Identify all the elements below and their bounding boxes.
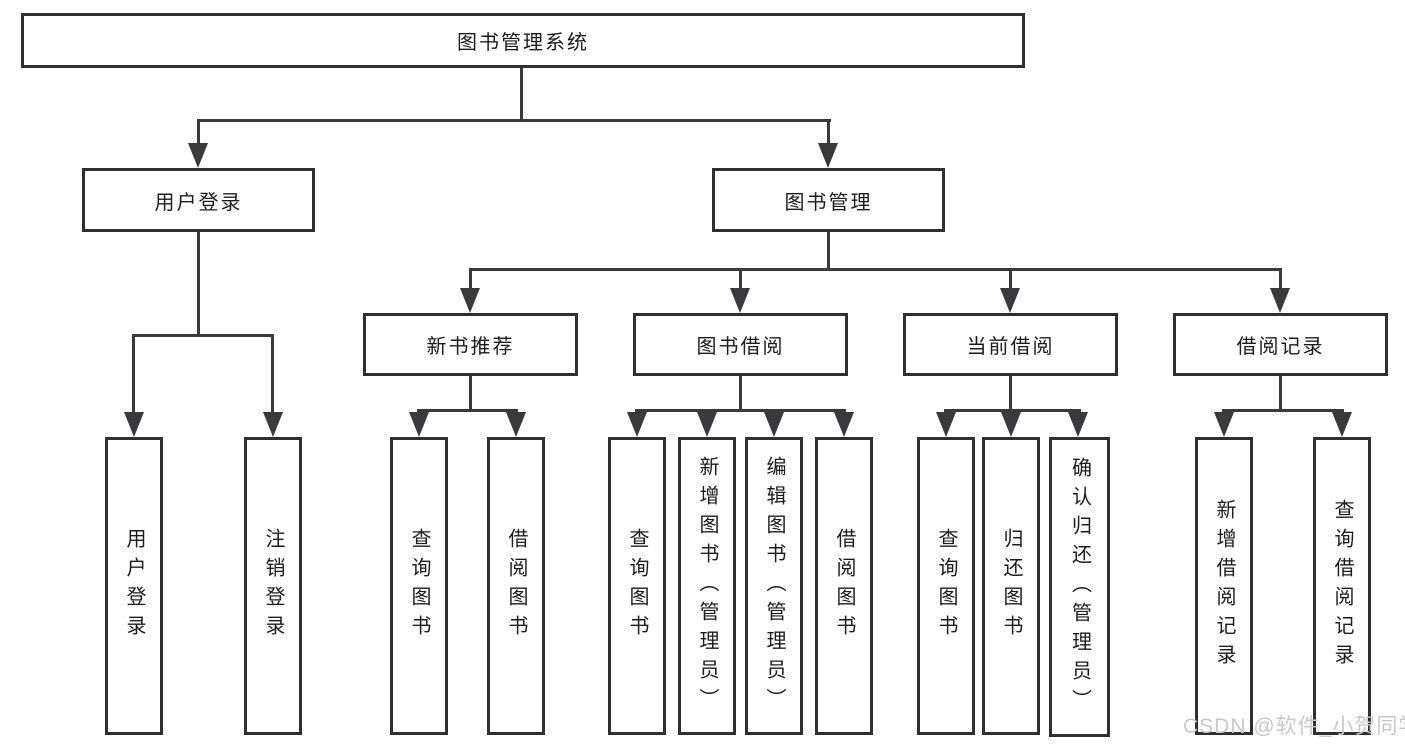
leaf-user-login: 用户登录 — [105, 437, 163, 735]
connector-line — [1222, 409, 1344, 412]
leaf-add-books-admin: 新增图书（管理员） — [678, 437, 736, 735]
leaf-logout-login: 注销登录 — [244, 437, 302, 735]
connector-arrowhead-down — [1332, 412, 1352, 437]
connector-arrowhead-down — [1068, 412, 1088, 437]
leaf-label: 用户登录 — [123, 528, 145, 644]
connector-line — [739, 270, 742, 290]
connector-arrowhead-down — [124, 412, 144, 437]
connector-line — [944, 409, 1081, 412]
leaf-label: 借阅图书 — [833, 528, 855, 644]
connector-arrowhead-down — [818, 143, 838, 168]
connector-line — [635, 409, 846, 412]
connector-arrowhead-down — [188, 143, 208, 168]
leaf-label: 注销登录 — [262, 528, 284, 644]
connector-arrowhead-down — [834, 412, 854, 437]
leaf-edit-books-admin: 编辑图书（管理员） — [745, 437, 803, 735]
connector-line — [469, 376, 472, 411]
leaf-confirm-return-admin: 确认归还（管理员） — [1049, 437, 1110, 737]
connector-arrowhead-down — [1214, 412, 1234, 437]
connector-line — [1279, 376, 1282, 411]
leaf-borrow-books-1: 借阅图书 — [487, 437, 545, 735]
node-current-borrow: 当前借阅 — [903, 313, 1118, 376]
leaf-label: 编辑图书（管理员） — [763, 455, 785, 717]
connector-line — [197, 121, 200, 147]
leaf-label: 查询图书 — [626, 528, 648, 644]
connector-line — [520, 68, 523, 121]
connector-line — [1009, 270, 1012, 290]
leaf-return-books: 归还图书 — [982, 437, 1040, 735]
leaf-add-borrow-record: 新增借阅记录 — [1195, 437, 1253, 735]
connector-line — [132, 334, 274, 337]
connector-arrowhead-down — [460, 288, 480, 313]
connector-line — [827, 232, 830, 271]
leaf-borrow-books-2: 借阅图书 — [815, 437, 873, 735]
connector-arrowhead-down — [764, 412, 784, 437]
connector-arrowhead-down — [627, 412, 647, 437]
connector-line — [197, 119, 831, 122]
node-book-management: 图书管理 — [712, 168, 945, 232]
node-new-book-recommend: 新书推荐 — [363, 313, 578, 376]
leaf-label: 借阅图书 — [505, 528, 527, 644]
node-book-borrow: 图书借阅 — [633, 313, 848, 376]
connector-arrowhead-down — [1000, 288, 1020, 313]
leaf-query-borrow-record: 查询借阅记录 — [1313, 437, 1371, 735]
watermark: CSDN @软件_小贺同学 — [1183, 715, 1405, 738]
connector-line — [1009, 376, 1012, 411]
connector-arrowhead-down — [409, 412, 429, 437]
connector-arrowhead-down — [1270, 288, 1290, 313]
connector-line — [469, 268, 1282, 271]
connector-line — [827, 121, 830, 147]
leaf-query-books-3: 查询图书 — [917, 437, 975, 735]
connector-arrowhead-down — [263, 412, 283, 437]
leaf-label: 新增图书（管理员） — [696, 455, 718, 717]
leaf-label: 查询图书 — [935, 528, 957, 644]
connector-line — [271, 336, 274, 414]
node-user-login: 用户登录 — [82, 168, 315, 232]
leaf-label: 归还图书 — [1000, 528, 1022, 644]
leaf-label: 新增借阅记录 — [1213, 499, 1235, 673]
connector-arrowhead-down — [697, 412, 717, 437]
leaf-label: 查询图书 — [408, 528, 430, 644]
connector-line — [132, 336, 135, 414]
connector-line — [197, 232, 200, 336]
connector-arrowhead-down — [1001, 412, 1021, 437]
leaf-label: 查询借阅记录 — [1331, 499, 1353, 673]
connector-line — [417, 409, 518, 412]
leaf-label: 确认归还（管理员） — [1068, 456, 1091, 718]
node-borrow-records: 借阅记录 — [1173, 313, 1388, 376]
leaf-query-books-2: 查询图书 — [608, 437, 666, 735]
connector-arrowhead-down — [730, 288, 750, 313]
connector-line — [1279, 270, 1282, 290]
connector-arrowhead-down — [936, 412, 956, 437]
connector-line — [739, 376, 742, 411]
connector-arrowhead-down — [506, 412, 526, 437]
node-root: 图书管理系统 — [21, 13, 1025, 68]
connector-line — [469, 270, 472, 290]
leaf-query-books-1: 查询图书 — [390, 437, 448, 735]
